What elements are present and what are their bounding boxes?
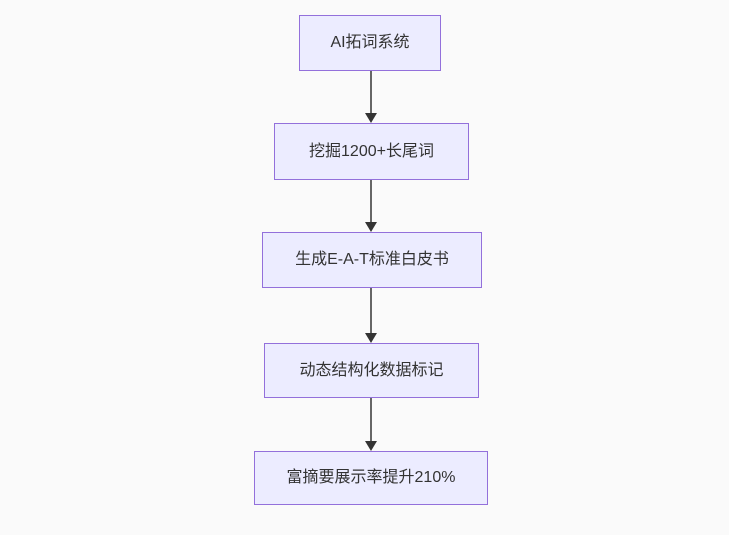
flow-node-generate-eat-whitepaper: 生成E-A-T标准白皮书 xyxy=(262,232,482,288)
flow-node-dynamic-structured-data-markup: 动态结构化数据标记 xyxy=(264,343,479,398)
flow-node-label: 挖掘1200+长尾词 xyxy=(309,142,434,160)
edge-line xyxy=(370,71,372,113)
edge-arrow-3 xyxy=(364,288,378,343)
arrowhead-icon xyxy=(365,222,377,232)
edge-arrow-1 xyxy=(364,71,378,123)
flow-node-rich-snippet-rate-increase: 富摘要展示率提升210% xyxy=(254,451,488,505)
edge-arrow-2 xyxy=(364,180,378,232)
edge-line xyxy=(370,398,372,441)
edge-arrow-4 xyxy=(364,398,378,451)
arrowhead-icon xyxy=(365,113,377,123)
flow-node-label: 生成E-A-T标准白皮书 xyxy=(295,251,449,268)
flow-node-ai-word-expansion-system: AI拓词系统 xyxy=(299,15,441,71)
arrowhead-icon xyxy=(365,333,377,343)
flow-node-mine-longtail-keywords: 挖掘1200+长尾词 xyxy=(274,123,469,180)
flow-node-label: 富摘要展示率提升210% xyxy=(286,469,456,486)
flow-node-label: 动态结构化数据标记 xyxy=(299,361,444,379)
edge-line xyxy=(370,288,372,333)
arrowhead-icon xyxy=(365,441,377,451)
edge-line xyxy=(370,180,372,222)
flow-node-label: AI拓词系统 xyxy=(330,34,410,51)
